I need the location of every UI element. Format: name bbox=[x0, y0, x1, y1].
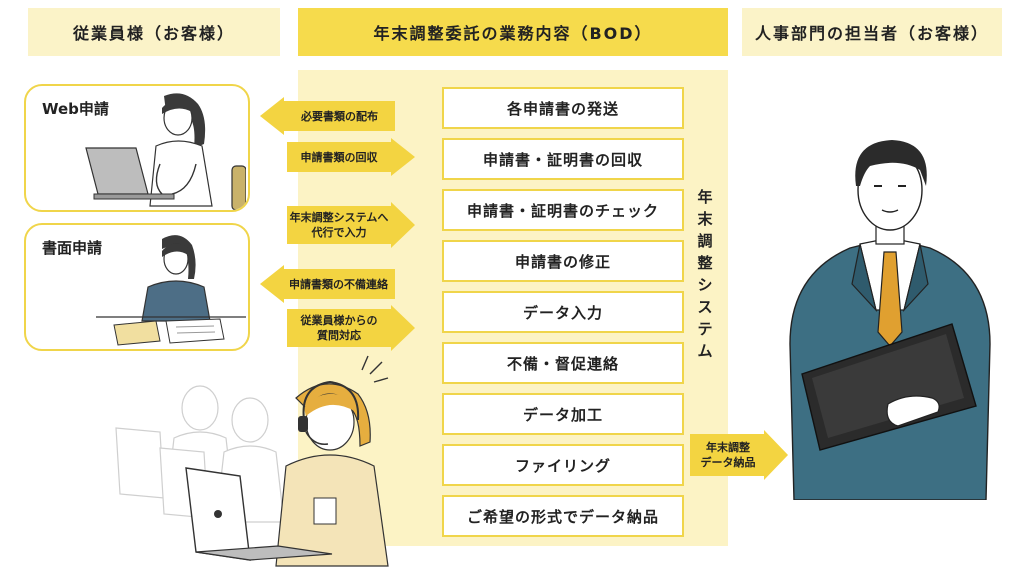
arrow-deficiency-notice: 申請書類の不備連絡 bbox=[260, 265, 395, 303]
arrow-distribute-documents: 必要書類の配布 bbox=[260, 97, 395, 135]
woman-laptop-illustration bbox=[85, 93, 246, 210]
arrow-label: 年末調整システムへ 代行で入力 bbox=[289, 211, 389, 239]
arrow-label: 従業員様からの 質問対応 bbox=[300, 314, 378, 342]
paper-application-card: 書面申請 bbox=[24, 223, 250, 351]
task-box: 不備・督促連絡 bbox=[442, 342, 684, 384]
header-bod-services: 年末調整委託の業務内容（BOD） bbox=[298, 8, 728, 56]
arrow-input-to-system: 年末調整システムへ 代行で入力 bbox=[287, 202, 415, 248]
web-application-card: Web申請 bbox=[24, 84, 250, 212]
task-box: データ入力 bbox=[442, 291, 684, 333]
header-employees: 従業員様（お客様） bbox=[28, 8, 280, 56]
task-box: 申請書・証明書のチェック bbox=[442, 189, 684, 231]
system-label-vertical: 年末調整システム bbox=[697, 188, 713, 360]
arrow-label: 必要書類の配布 bbox=[301, 109, 378, 123]
task-box: データ加工 bbox=[442, 393, 684, 435]
arrow-label: 申請書類の回収 bbox=[300, 150, 378, 164]
woman-writing-illustration bbox=[96, 235, 246, 346]
arrow-label: 申請書類の不備連絡 bbox=[289, 277, 388, 291]
web-application-label: Web申請 bbox=[42, 100, 109, 118]
task-box: 申請書の修正 bbox=[442, 240, 684, 282]
arrow-collect-documents: 申請書類の回収 bbox=[287, 138, 415, 176]
arrow-data-delivery: 年末調整 データ納品 bbox=[690, 430, 788, 480]
task-box: ご希望の形式でデータ納品 bbox=[442, 495, 684, 537]
arrow-label: 年末調整 データ納品 bbox=[700, 441, 756, 469]
paper-application-label: 書面申請 bbox=[42, 239, 103, 257]
call-center-operators-illustration bbox=[115, 355, 389, 567]
task-box: 各申請書の発送 bbox=[442, 87, 684, 129]
arrow-answer-questions: 従業員様からの 質問対応 bbox=[287, 305, 415, 351]
header-hr-staff: 人事部門の担当者（お客様） bbox=[742, 8, 1002, 56]
task-box: ファイリング bbox=[442, 444, 684, 486]
task-box: 申請書・証明書の回収 bbox=[442, 138, 684, 180]
hr-staff-man-illustration bbox=[789, 140, 991, 500]
